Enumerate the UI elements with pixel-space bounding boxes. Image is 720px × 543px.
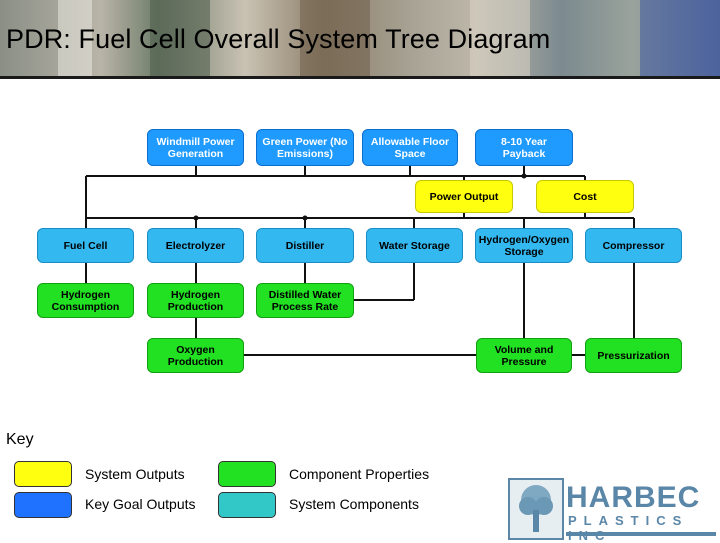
header-banner: PDR: Fuel Cell Overall System Tree Diagr… bbox=[0, 0, 720, 78]
node-label: Cost bbox=[573, 190, 597, 203]
node-power-output: Power Output bbox=[415, 180, 513, 213]
node-hydrogen-production: Hydrogen Production bbox=[147, 283, 244, 318]
node-label: Distiller bbox=[285, 239, 325, 252]
node-allowable-floor-space: Allowable Floor Space bbox=[362, 129, 458, 166]
node-distiller: Distiller bbox=[256, 228, 354, 263]
node-oxygen-production: Oxygen Production bbox=[147, 338, 244, 373]
node-label: Water Storage bbox=[379, 239, 450, 252]
node-label: Windmill Power Generation bbox=[156, 135, 235, 160]
node-compressor: Compressor bbox=[585, 228, 682, 263]
node-label: Hydrogen Consumption bbox=[51, 288, 120, 313]
node-label: 8-10 Year Payback bbox=[501, 135, 547, 160]
node-label: Oxygen Production bbox=[167, 343, 224, 368]
page-title: PDR: Fuel Cell Overall System Tree Diagr… bbox=[6, 24, 551, 54]
node-label: Pressurization bbox=[597, 349, 670, 362]
node-distilled-water-process-rate: Distilled Water Process Rate bbox=[256, 283, 354, 318]
key-swatch-component-properties bbox=[218, 461, 276, 487]
harbec-logo: HARBEC PLASTICS INC bbox=[506, 476, 718, 543]
node-label: Hydrogen Production bbox=[167, 288, 224, 313]
node-label: Volume and Pressure bbox=[494, 343, 554, 368]
node-payback: 8-10 Year Payback bbox=[475, 129, 573, 166]
key-label-system-components: System Components bbox=[289, 496, 419, 512]
node-hydrogen-oxygen-storage: Hydrogen/Oxygen Storage bbox=[475, 228, 573, 263]
node-pressurization: Pressurization bbox=[585, 338, 682, 373]
node-windmill-power-generation: Windmill Power Generation bbox=[147, 129, 244, 166]
key-label-key-goal-outputs: Key Goal Outputs bbox=[85, 496, 196, 512]
node-label: Fuel Cell bbox=[63, 239, 108, 252]
key-label-system-outputs: System Outputs bbox=[85, 466, 185, 482]
node-water-storage: Water Storage bbox=[366, 228, 463, 263]
logo-wordmark: HARBEC bbox=[566, 481, 701, 514]
tree-icon bbox=[508, 478, 564, 540]
node-fuel-cell: Fuel Cell bbox=[37, 228, 134, 263]
node-label: Hydrogen/Oxygen Storage bbox=[478, 233, 570, 258]
node-label: Green Power (No Emissions) bbox=[262, 135, 348, 160]
node-label: Allowable Floor Space bbox=[370, 135, 450, 160]
key-label-component-properties: Component Properties bbox=[289, 466, 430, 482]
key-swatch-system-outputs bbox=[14, 461, 72, 487]
banner-photo bbox=[470, 0, 530, 78]
node-cost: Cost bbox=[536, 180, 634, 213]
logo-tagline-bar bbox=[566, 532, 716, 536]
key-swatch-system-components bbox=[218, 492, 276, 518]
title-divider bbox=[0, 76, 720, 79]
node-hydrogen-consumption: Hydrogen Consumption bbox=[37, 283, 134, 318]
key-swatch-key-goal-outputs bbox=[14, 492, 72, 518]
node-label: Compressor bbox=[602, 239, 665, 252]
node-label: Distilled Water Process Rate bbox=[268, 288, 342, 313]
banner-photo bbox=[58, 0, 92, 78]
banner-photo bbox=[300, 0, 370, 78]
node-label: Power Output bbox=[429, 190, 499, 203]
node-volume-and-pressure: Volume and Pressure bbox=[476, 338, 572, 373]
node-label: Electrolyzer bbox=[165, 239, 226, 252]
logo-subtitle: PLASTICS INC bbox=[568, 513, 689, 543]
node-green-power: Green Power (No Emissions) bbox=[256, 129, 354, 166]
banner-photo bbox=[640, 0, 720, 78]
node-electrolyzer: Electrolyzer bbox=[147, 228, 244, 263]
banner-photo bbox=[150, 0, 210, 78]
key-title: Key bbox=[6, 431, 34, 448]
